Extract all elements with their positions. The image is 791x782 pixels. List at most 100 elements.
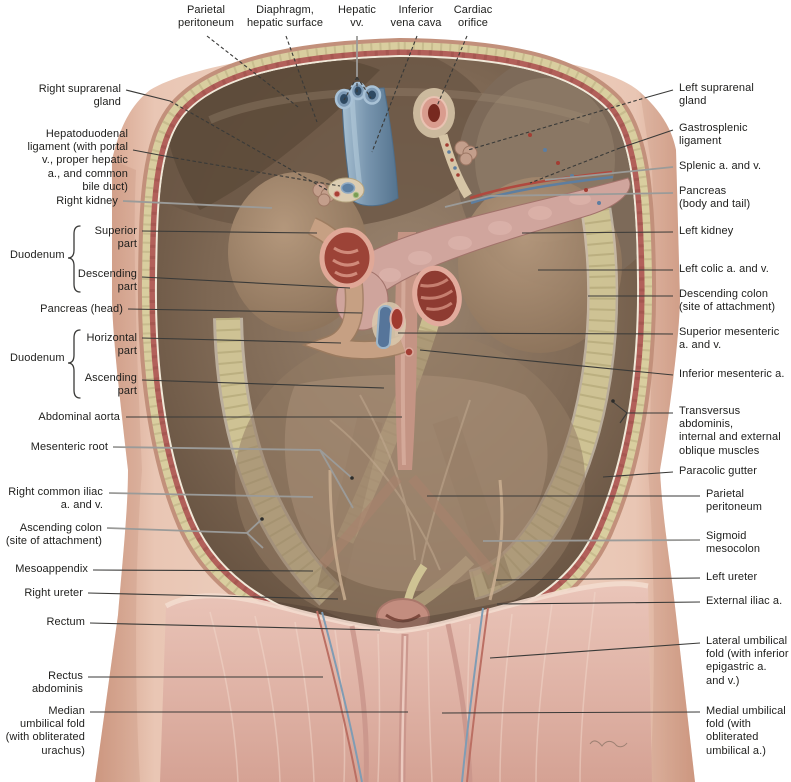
jejunum-stump [412, 265, 462, 327]
label-right-kidney: Right kidney [56, 195, 118, 207]
label-pancreas-head: Pancreas (head) [40, 303, 123, 315]
leader-lines-layer [87, 35, 701, 714]
duodenum-brace-upper [67, 225, 81, 293]
label-paracolic-gutter: Paracolic gutter [679, 465, 758, 477]
leader-hepatic-vv [356, 76, 372, 99]
common-iliac-right-ridge [408, 474, 496, 576]
common-iliac-left-ridge [318, 474, 402, 569]
splenic-vein-line [470, 175, 614, 205]
label-rectus-abdominis: Rectus abdominis [31, 670, 83, 696]
label-duodenum-lower: Duodenum [10, 352, 65, 364]
leader-right-common-iliac [108, 492, 314, 498]
label-hepatic-vv: Hepatic vv. [338, 4, 376, 30]
label-rectum: Rectum [46, 616, 85, 628]
inferior-mesenteric-a-stub [404, 347, 414, 357]
rectum-collar [404, 563, 428, 602]
leader-hepatic-vv [343, 76, 358, 101]
label-cardiac-orifice: Cardiac orifice [453, 4, 493, 30]
leader-left-ureter [495, 577, 701, 581]
label-mesenteric-root: Mesenteric root [30, 441, 108, 453]
label-duodenum-superior-part: Superior part [94, 225, 137, 251]
leader-superior-mesenteric-a-v [397, 332, 674, 335]
leader-medial-umbilical-fold [441, 711, 701, 714]
leader-transversus-abdominis [619, 412, 628, 424]
label-medial-umbilical-fold: Medial umbilical fold (with obliterated … [706, 705, 786, 757]
label-pancreas-body-tail: Pancreas (body and tail) [679, 185, 751, 211]
label-mesoappendix: Mesoappendix [15, 563, 88, 575]
leader-mesoappendix [92, 569, 314, 572]
label-right-common-iliac: Right common iliac a. and v. [8, 486, 103, 512]
duodenum-cut-rim [319, 227, 375, 289]
rectum-opening [385, 613, 421, 623]
label-inferior-vena-cava: Inferior vena cava [390, 4, 442, 30]
leader-diaphragm-hepatic-surface [285, 35, 318, 123]
leader-gastrosplenic-ligament [619, 129, 674, 149]
label-hepatoduodenal-ligament: Hepatoduodenal ligament (with portal v.,… [27, 128, 128, 193]
gastrosplenic-vessel-dots [445, 133, 601, 205]
leader-pancreas-head [127, 308, 363, 314]
label-left-suprarenal-gland: Left suprarenal gland [679, 82, 754, 108]
label-superior-mesenteric-a-v: Superior mesenteric a. and v. [679, 326, 780, 352]
right-suprarenal-shape [312, 182, 336, 207]
label-duodenum-horizontal-part: Horizontal part [86, 332, 137, 358]
label-parietal-peritoneum-top: Parietal peritoneum [177, 4, 235, 30]
leader-left-suprarenal-gland [467, 96, 649, 151]
leader-cardiac-orifice [436, 35, 468, 107]
leader-splenic-a-v [544, 166, 674, 181]
label-abdominal-aorta: Abdominal aorta [38, 411, 120, 423]
label-parietal-peritoneum-right: Parietal peritoneum [706, 488, 763, 514]
inferior-epigastric-vein-left [321, 611, 363, 782]
leader-rectum [89, 622, 381, 631]
left-suprarenal-shape [454, 140, 478, 166]
leader-parietal-peritoneum-top [206, 35, 299, 108]
leader-lateral-umbilical-fold [489, 642, 701, 659]
leader-left-suprarenal-gland [647, 89, 674, 98]
leader-inferior-vena-cava [371, 35, 418, 153]
leader-dot-mesenteric-root [350, 476, 354, 480]
label-transversus-abdominis: Transversus abdominis, internal and exte… [679, 405, 781, 457]
label-lateral-umbilical-fold: Lateral umbilical fold (with inferior ep… [706, 635, 789, 687]
inferior-epigastric-artery-right [466, 607, 489, 782]
cardiac-orifice-lumen [428, 104, 440, 122]
leader-external-iliac-a [496, 601, 701, 605]
leader-duodenum-ascending-part [141, 379, 385, 389]
inferior-epigastric-vein-right [461, 607, 484, 782]
leader-right-ureter [87, 592, 339, 600]
leader-dot-transversus-abdominis [611, 399, 615, 403]
median-fold-highlight [400, 635, 407, 782]
pancreas-lobules [379, 193, 591, 282]
duodenum-mucosal-folds [332, 246, 360, 278]
label-inferior-mesenteric-a: Inferior mesenteric a. [679, 368, 785, 380]
duodenum-brace-lower [67, 329, 81, 399]
superior-mesenteric-v [375, 305, 394, 350]
label-diaphragm-hepatic-surface: Diaphragm, hepatic surface [246, 4, 324, 30]
leader-pancreas-body-tail [444, 192, 674, 208]
label-right-ureter: Right ureter [24, 587, 83, 599]
leader-right-suprarenal-gland [169, 100, 328, 191]
leader-hepatoduodenal-ligament [132, 149, 176, 159]
ivc-vessel [341, 87, 399, 207]
label-left-kidney: Left kidney [679, 225, 734, 237]
diaphragm-dome [159, 57, 380, 210]
sheet-top-edge [164, 581, 649, 634]
leader-right-suprarenal-gland [125, 89, 171, 102]
rectum-stump [376, 598, 430, 632]
label-sigmoid-mesocolon: Sigmoid mesocolon [706, 530, 761, 556]
label-duodenum-upper: Duodenum [10, 249, 65, 261]
artist-signature [589, 740, 628, 748]
leader-ascending-colon [246, 532, 264, 549]
label-median-umbilical-fold: Median umbilical fold (with obliterated … [5, 705, 85, 757]
leader-dot-ascending-colon [260, 517, 264, 521]
hepatoduodenal-triad [327, 177, 365, 203]
right-ureter-line [328, 469, 347, 601]
flank-shadow-left [95, 160, 142, 782]
label-ascending-colon: Ascending colon (site of attachment) [5, 522, 102, 548]
label-right-suprarenal-gland: Right suprarenal gland [38, 83, 121, 109]
leader-gastrosplenic-ligament [529, 147, 621, 184]
label-splenic-a-v: Splenic a. and v. [679, 160, 762, 172]
leader-duodenum-superior-part [141, 230, 318, 234]
label-gastrosplenic-ligament: Gastrosplenic ligament [679, 122, 748, 148]
medial-umbilical-fold-left [349, 625, 369, 782]
